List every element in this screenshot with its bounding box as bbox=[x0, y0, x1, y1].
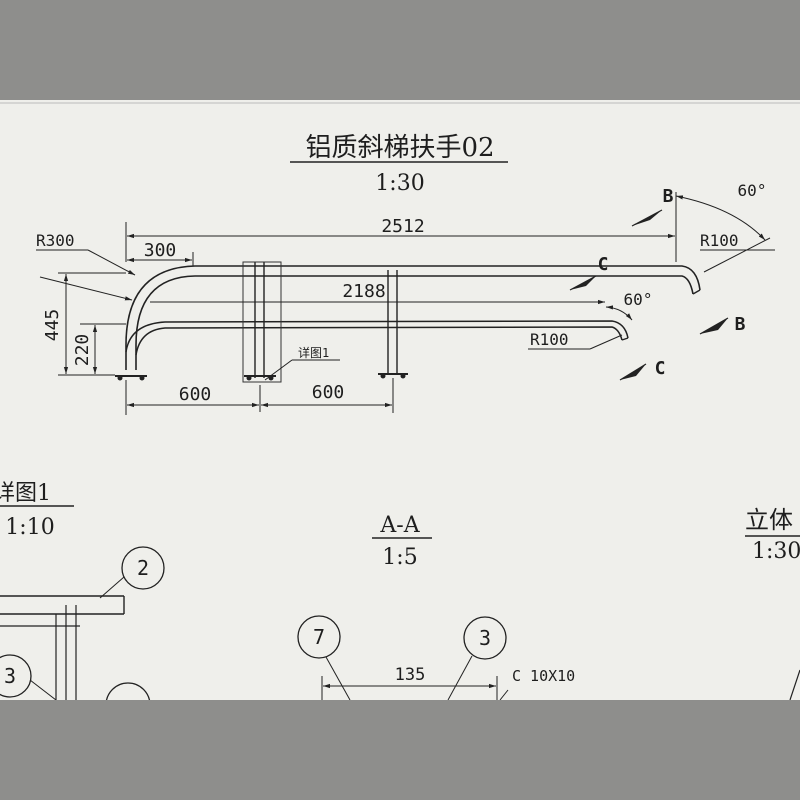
main-view-scale: 1:30 bbox=[375, 171, 424, 196]
dim-post-spacing-right: 600 bbox=[312, 382, 345, 403]
angle-lower: 60° bbox=[624, 290, 653, 309]
main-view-title: 铝质斜梯扶手02 bbox=[305, 133, 494, 163]
svg-text:C: C bbox=[655, 358, 666, 379]
detail-rail-section bbox=[0, 595, 125, 700]
svg-text:2: 2 bbox=[137, 556, 149, 580]
section-view-scale: 1:5 bbox=[382, 545, 417, 570]
section-mark-c-bottom: C bbox=[619, 358, 666, 381]
iso-fragment bbox=[789, 669, 800, 700]
section-mark-b-right: B bbox=[699, 314, 746, 335]
handrail-upper-tube bbox=[125, 265, 701, 370]
detail-view-title: 详图1 bbox=[0, 481, 51, 506]
angle-arc-top bbox=[675, 195, 766, 241]
svg-text:3: 3 bbox=[4, 664, 16, 688]
section-note: C 10X10 bbox=[512, 667, 575, 685]
drawing-canvas: 铝质斜梯扶手02 1:30 2512 300 bbox=[0, 102, 800, 700]
svg-text:B: B bbox=[735, 314, 746, 335]
dim-post-spacing-left: 600 bbox=[179, 384, 212, 405]
iso-view-title: 立体 bbox=[745, 506, 793, 534]
detail-callout: 详图1 bbox=[298, 345, 329, 360]
detail-balloon-3: 3 bbox=[0, 654, 57, 700]
svg-text:C: C bbox=[598, 254, 609, 275]
section-dim: 135 bbox=[395, 665, 426, 685]
radius-lower-right: R100 bbox=[530, 330, 569, 349]
radius-upper-left: R300 bbox=[36, 231, 75, 250]
dim-top-offset: 300 bbox=[144, 240, 177, 261]
radius-upper-right: R100 bbox=[700, 231, 739, 250]
drawing-sheet: 铝质斜梯扶手02 1:30 2512 300 bbox=[0, 100, 800, 700]
base-plate-middle bbox=[244, 375, 276, 381]
section-view-title: A-A bbox=[379, 513, 420, 538]
detail-balloon-2: 2 bbox=[99, 546, 165, 599]
section-balloon-7: 7 bbox=[297, 615, 351, 700]
svg-text:B: B bbox=[663, 186, 674, 207]
section-balloon-3: 3 bbox=[447, 616, 507, 700]
dim-height-lower: 220 bbox=[72, 334, 93, 367]
section-mark-b-top: B bbox=[631, 186, 674, 227]
base-plate-left bbox=[115, 375, 147, 381]
post-left bbox=[242, 261, 282, 383]
detail-balloon-partial bbox=[105, 682, 151, 700]
svg-text:3: 3 bbox=[479, 626, 491, 650]
dim-total-length: 2512 bbox=[381, 216, 424, 237]
angle-arc-lower bbox=[605, 305, 633, 321]
detail-view-scale: 1:10 bbox=[5, 515, 54, 540]
base-plate-right bbox=[378, 373, 408, 379]
angle-top: 60° bbox=[738, 181, 767, 200]
iso-view-scale: 1:30 bbox=[752, 539, 800, 564]
section-mark-c-top: C bbox=[569, 254, 609, 291]
svg-text:7: 7 bbox=[313, 625, 325, 649]
post-right bbox=[387, 270, 398, 375]
dim-height-total: 445 bbox=[42, 309, 63, 342]
dim-lower-length: 2188 bbox=[342, 281, 385, 302]
